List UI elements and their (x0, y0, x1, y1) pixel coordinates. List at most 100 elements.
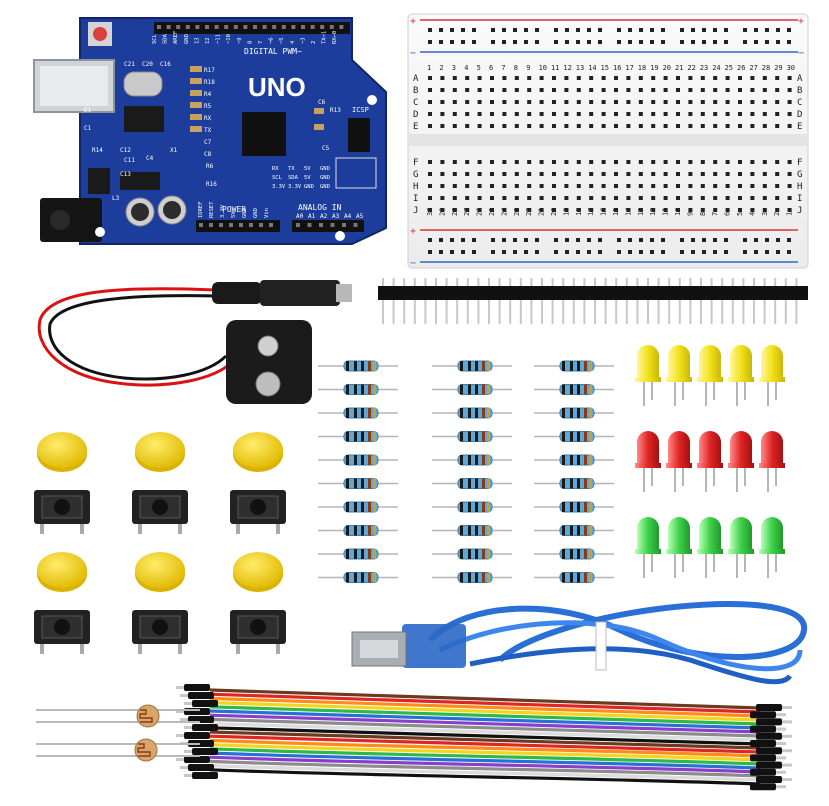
analog-header (292, 220, 364, 232)
row-letter: E (413, 122, 418, 132)
column-number: 26 (476, 208, 484, 216)
pin-label-analog: A4 (344, 213, 352, 220)
jumper-connector (184, 748, 218, 755)
resistor-icon (318, 525, 398, 536)
component-label: C13 (120, 171, 131, 178)
rail-plus-top-right: + (798, 16, 804, 27)
pin-label-power: 3.3V (220, 204, 226, 218)
pin-label-top: 4 (290, 40, 296, 44)
resistor-icon (318, 548, 398, 560)
jumper-wire (209, 726, 761, 746)
column-number: 25 (488, 208, 496, 216)
component-label: C5 (322, 145, 330, 152)
column-number: 28 (451, 208, 459, 216)
led-icon (635, 517, 661, 578)
row-letter: B (413, 86, 418, 96)
column-number: 15 (612, 208, 620, 216)
side-pin-label: SDA (288, 175, 299, 181)
pin-label-top: SDA (163, 33, 169, 44)
column-number: 6 (489, 64, 493, 72)
led-group (635, 345, 785, 578)
component-label: C1 (84, 125, 92, 132)
resistor-icon (318, 478, 398, 489)
pin-header-icon (378, 278, 808, 324)
row-letter: J (413, 206, 418, 216)
photoresistor-icon (36, 704, 200, 762)
column-number: 10 (674, 208, 682, 216)
column-number: 14 (588, 64, 596, 72)
resistor-icon (534, 501, 614, 513)
jumper-connector (756, 761, 792, 769)
led-icon (728, 517, 754, 578)
resistor-icon (318, 384, 398, 395)
resistor-icon (432, 384, 512, 395)
led-icon (759, 517, 785, 578)
component-label: X1 (170, 147, 178, 154)
column-number: 17 (625, 64, 633, 72)
column-number: 7 (501, 64, 505, 72)
icsp-header (348, 118, 370, 152)
led-icon (666, 517, 692, 578)
column-number: 13 (576, 64, 584, 72)
column-number: 17 (587, 208, 595, 216)
led-icon (697, 345, 723, 406)
pin-label-top: 13 (194, 37, 200, 44)
resistor-icon (432, 454, 512, 466)
column-number: 21 (538, 208, 546, 216)
pin-label-power: 5V (231, 211, 237, 218)
component-label: C6 (318, 99, 326, 106)
column-number: 29 (774, 64, 782, 72)
header-analog-label: ANALOG IN (298, 203, 342, 212)
pushbutton-icon (34, 490, 90, 534)
column-number: 4 (748, 212, 756, 216)
jumper-connector (750, 740, 786, 747)
jumper-wire (209, 701, 761, 722)
side-pin-label: GND (320, 184, 330, 190)
side-pin-label: SCL (272, 175, 283, 181)
jumper-wire (209, 755, 761, 774)
pin-label-top: TX→1 (322, 31, 328, 44)
pin-label-top: 12 (205, 37, 211, 44)
button-cap-icon (37, 432, 87, 472)
pin-label-analog: A5 (356, 213, 364, 220)
column-number: 20 (663, 64, 671, 72)
pin-label-top: ~9 (237, 37, 243, 44)
resistor-icon (432, 407, 512, 419)
pin-label-power: IOREF (198, 201, 204, 218)
column-number: 6 (724, 212, 732, 216)
column-number: 3 (761, 212, 769, 216)
pushbutton-icon (132, 610, 188, 654)
led-icon (759, 345, 785, 406)
column-number: 25 (725, 64, 733, 72)
resistor-icon (432, 525, 512, 536)
resistor-icon (534, 454, 614, 466)
pin-label-top: 2 (311, 41, 317, 44)
column-number: 24 (712, 64, 720, 72)
jumper-wire (209, 768, 761, 786)
component-label: RX (204, 115, 212, 122)
column-number: 12 (563, 64, 571, 72)
column-number: 12 (649, 208, 657, 216)
resistor-icon (432, 572, 512, 583)
column-number: 27 (463, 208, 471, 216)
usb-chip (124, 106, 164, 132)
pushbutton-icon (132, 490, 188, 534)
row-letter: I (797, 194, 802, 204)
row-letter: G (413, 170, 418, 180)
jumper-connector (756, 732, 792, 740)
resistor-icon (534, 384, 614, 395)
resistor-icon (432, 360, 512, 372)
row-letter: A (413, 74, 419, 84)
resistor-icon (534, 548, 614, 560)
side-pin-label: RX (272, 166, 279, 172)
jumper-wire (209, 722, 761, 742)
column-number: 11 (551, 64, 559, 72)
component-label: C16 (160, 61, 171, 68)
resistor-icon (318, 501, 398, 513)
pin-label-top: ~10 (226, 34, 232, 44)
column-number: 27 (749, 64, 757, 72)
rail-plus-bottom-left: + (410, 226, 416, 237)
row-letter: F (413, 158, 418, 168)
